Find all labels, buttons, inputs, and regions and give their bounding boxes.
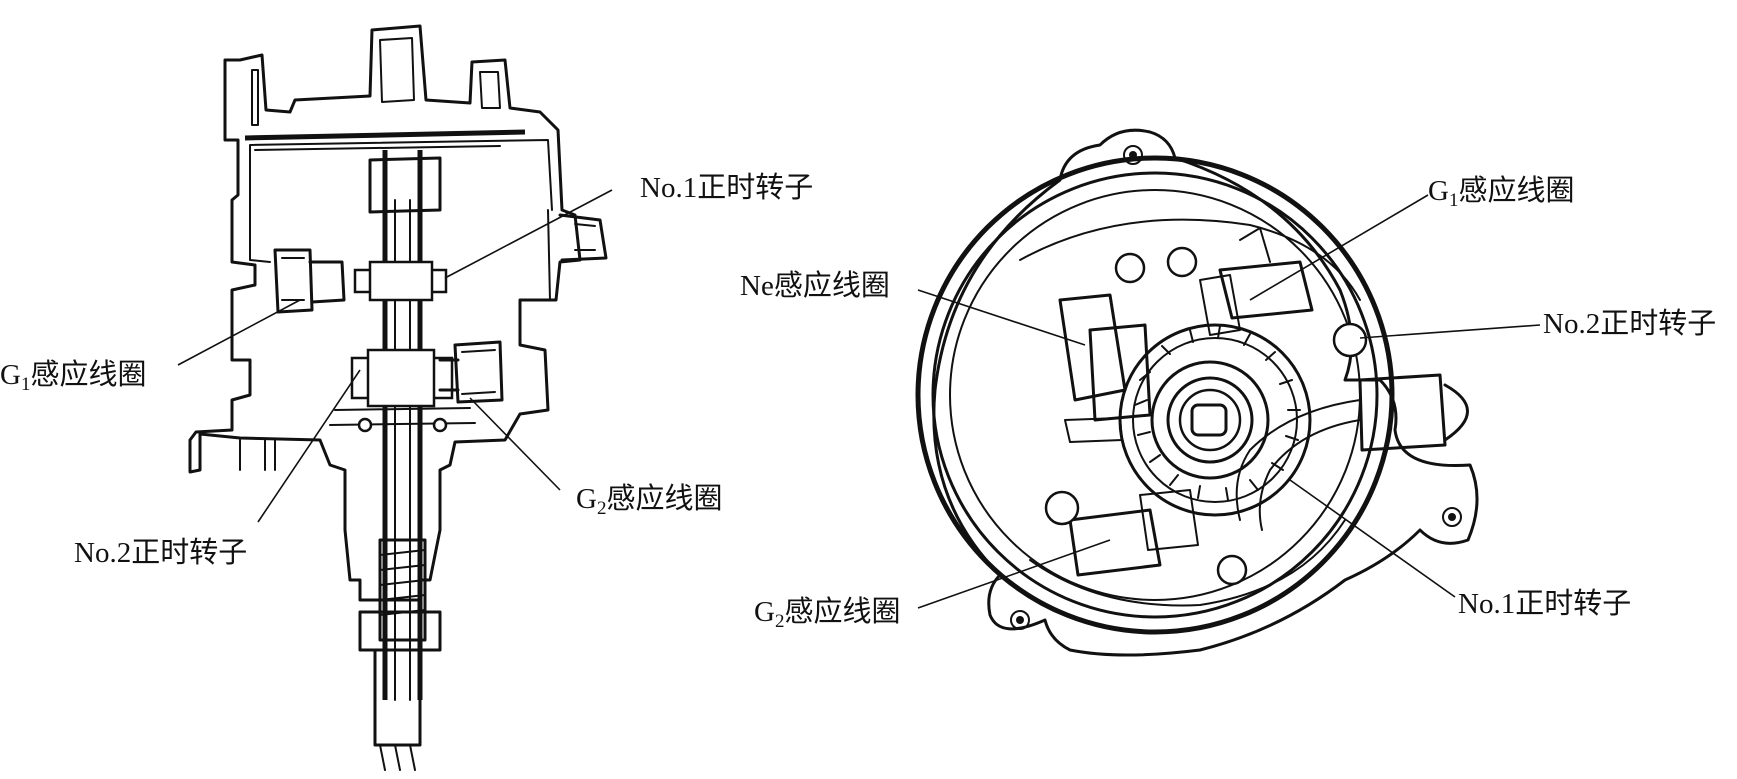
leader-left-no2 xyxy=(257,369,361,523)
label-right-g2-coil: G2感应线圈 xyxy=(754,595,900,632)
leader-right-g1 xyxy=(1249,194,1429,301)
top-g2-pickup-coil xyxy=(1044,489,1248,586)
leader-left-g2 xyxy=(469,397,561,491)
distributor-top-view xyxy=(915,128,1479,657)
leader-left-g1 xyxy=(177,299,301,366)
label-right-g1-coil: G1感应线圈 xyxy=(1428,174,1574,211)
label-left-g1-coil: G1感应线圈 xyxy=(0,358,146,395)
leader-right-ne xyxy=(917,289,1086,346)
distributor-cap xyxy=(188,24,582,602)
leader-right-no1 xyxy=(1289,479,1456,598)
distributor-body xyxy=(932,128,1479,657)
g2-pickup-coil xyxy=(438,340,504,404)
label-left-no2-timing-rotor: No.2正时转子 xyxy=(74,536,247,569)
label-right-ne-coil: Ne感应线圈 xyxy=(740,269,890,302)
top-ne-pickup-coil xyxy=(1058,252,1152,443)
no1-timing-rotor xyxy=(353,260,448,302)
distributor-cross-section xyxy=(188,24,608,771)
outer-ring xyxy=(915,155,1395,635)
label-left-no1-timing-rotor: No.1正时转子 xyxy=(640,171,813,204)
leader-right-g2 xyxy=(917,539,1111,609)
top-g1-pickup-coil xyxy=(1166,227,1368,358)
label-right-no1-timing-rotor: No.1正时转子 xyxy=(1458,587,1631,620)
g1-pickup-coil xyxy=(273,248,346,314)
leader-right-no2 xyxy=(1359,324,1541,339)
no2-timing-rotor xyxy=(350,348,454,408)
leader-left-no1 xyxy=(444,189,613,279)
label-left-g2-coil: G2感应线圈 xyxy=(576,482,722,519)
label-right-no2-timing-rotor: No.2正时转子 xyxy=(1543,307,1716,340)
top-ne-rotor-gear xyxy=(1150,360,1270,480)
